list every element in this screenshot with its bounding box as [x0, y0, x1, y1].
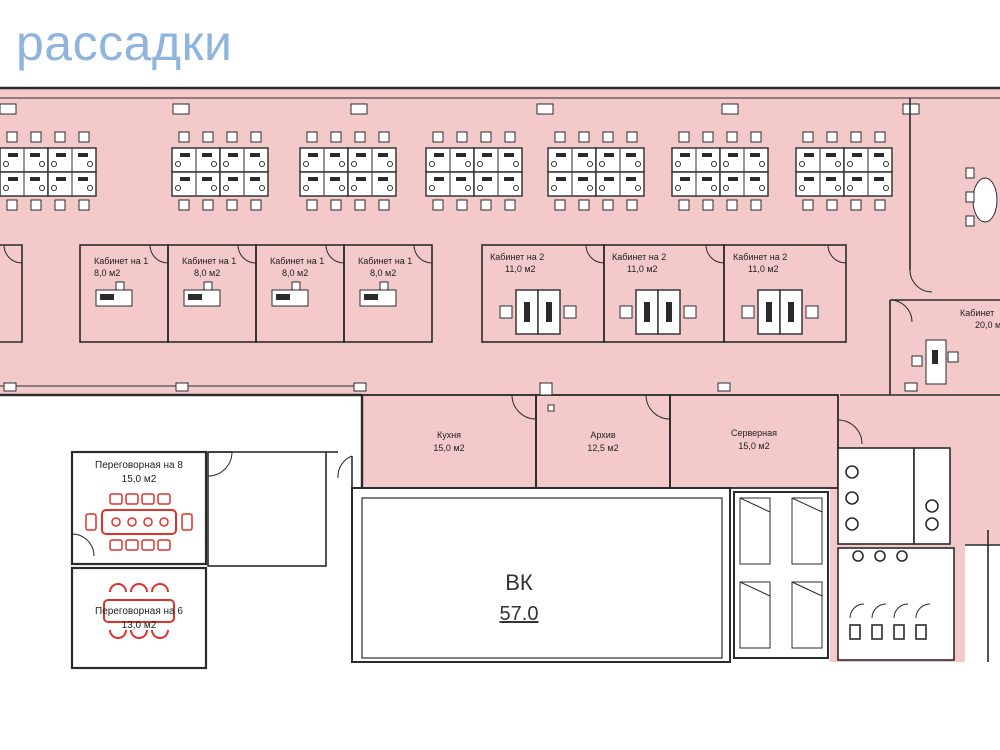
meeting-room-labels: Переговорная на 8 15,0 м2 Переговорная н…: [95, 460, 183, 631]
corner-office-furniture: [911, 167, 998, 385]
cab1-c-name: Кабинет на 1: [270, 256, 324, 266]
double-office-desks: [499, 289, 819, 335]
corner-office-label: Кабинет 20,0 м: [960, 308, 1000, 330]
meeting-rooms: [70, 450, 208, 670]
desk-pod: [0, 131, 97, 211]
kitchen-area: 15,0 м2: [433, 443, 464, 453]
desk-pod: [425, 131, 523, 211]
double-office-labels: Кабинет на 2 11,0 м2 Кабинет на 2 11,0 м…: [490, 252, 787, 274]
cab2-a-name: Кабинет на 2: [490, 252, 544, 262]
server-area: 15,0 м2: [738, 441, 769, 451]
meeting8-name: Переговорная на 8: [95, 460, 183, 471]
double-office-desk: [619, 289, 697, 335]
cab2-a-area: 11,0 м2: [505, 264, 536, 274]
double-offices: [481, 244, 847, 343]
cab1-a-area: 8,0 м2: [94, 268, 120, 278]
desk-pod: [299, 131, 397, 211]
open-space-fill: [0, 88, 1000, 662]
restrooms: [837, 447, 1000, 662]
meeting-table-6: [103, 583, 175, 639]
desk-pod: [547, 131, 645, 211]
vk-shaft: [351, 487, 829, 663]
double-office-desk: [741, 289, 819, 335]
desk-pod: [171, 131, 269, 211]
meeting6-area: 13,0 м2: [122, 620, 157, 631]
cab1-c-area: 8,0 м2: [282, 268, 308, 278]
cab1-a-name: Кабинет на 1: [94, 256, 148, 266]
cab1-b-name: Кабинет на 1: [182, 256, 236, 266]
single-office-labels: Кабинет на 1 8,0 м2 Кабинет на 1 8,0 м2 …: [94, 256, 412, 278]
server-name: Серверная: [731, 428, 777, 438]
meeting-table-8: [85, 493, 193, 551]
desk-pod: [671, 131, 769, 211]
cab1-b-area: 8,0 м2: [194, 268, 220, 278]
archive-area: 12,5 м2: [587, 443, 618, 453]
corner-office: [840, 98, 1000, 396]
cab-big-name: Кабинет: [960, 308, 994, 318]
cab2-b-name: Кабинет на 2: [612, 252, 666, 262]
kitchen-name: Кухня: [437, 430, 461, 440]
vk-label: ВК 57.0: [500, 570, 539, 625]
desk-pod: [795, 131, 893, 211]
cab2-c-name: Кабинет на 2: [733, 252, 787, 262]
cab-big-area: 20,0 м: [975, 320, 1000, 330]
archive-name: Архив: [590, 430, 615, 440]
service-room-labels: Кухня 15,0 м2 Архив 12,5 м2 Серверная 15…: [433, 428, 777, 453]
double-office-desk: [499, 289, 577, 335]
meeting6-name: Переговорная на 6: [95, 606, 183, 617]
open-space-workstations: [0, 131, 893, 211]
meeting-room-furniture: [85, 493, 193, 639]
cab1-d-name: Кабинет на 1: [358, 256, 412, 266]
vk-area: 57.0: [500, 603, 539, 625]
cab2-c-area: 11,0 м2: [748, 264, 779, 274]
page-title: рассадки: [16, 15, 233, 71]
cab1-d-area: 8,0 м2: [370, 268, 396, 278]
single-office-desks: [95, 281, 397, 307]
cab2-b-area: 11,0 м2: [627, 264, 658, 274]
single-offices: [0, 244, 433, 343]
corridor-walls: [207, 451, 353, 567]
meeting8-area: 15,0 м2: [122, 474, 157, 485]
window-markers: [0, 103, 920, 392]
vk-name: ВК: [505, 570, 533, 595]
